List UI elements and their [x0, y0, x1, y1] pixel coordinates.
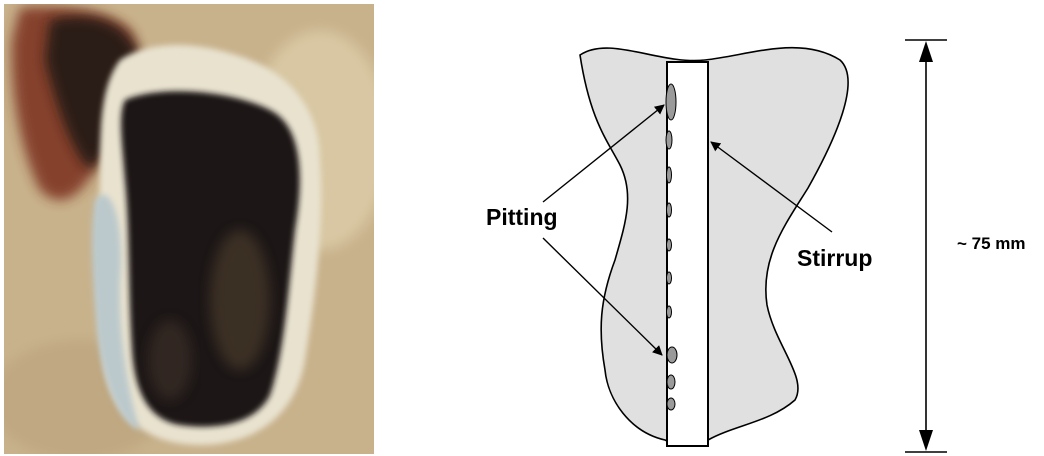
dimension-arrow-top	[919, 41, 933, 62]
photo-corroded-cavity	[121, 91, 300, 426]
dimension-label: ~ 75 mm	[957, 234, 1026, 253]
photo-cavity-texture	[210, 230, 270, 370]
dimension-arrow-bottom	[919, 430, 933, 451]
pit	[666, 131, 672, 149]
pit	[667, 375, 675, 389]
pit	[667, 167, 672, 183]
pit	[667, 398, 675, 410]
pit	[667, 347, 677, 363]
pit	[667, 272, 672, 284]
pit	[667, 306, 672, 318]
pit	[667, 203, 672, 217]
photo-cavity-texture-2	[148, 320, 192, 400]
pit	[666, 84, 676, 120]
pit	[667, 239, 672, 251]
pitting-label: Pitting	[486, 204, 558, 230]
schematic-diagram: Pitting Stirrup ~ 75 mm	[486, 40, 1026, 452]
dimension-indicator	[905, 40, 947, 452]
stirrup-label: Stirrup	[797, 245, 872, 271]
corrosion-photo	[0, 4, 390, 456]
